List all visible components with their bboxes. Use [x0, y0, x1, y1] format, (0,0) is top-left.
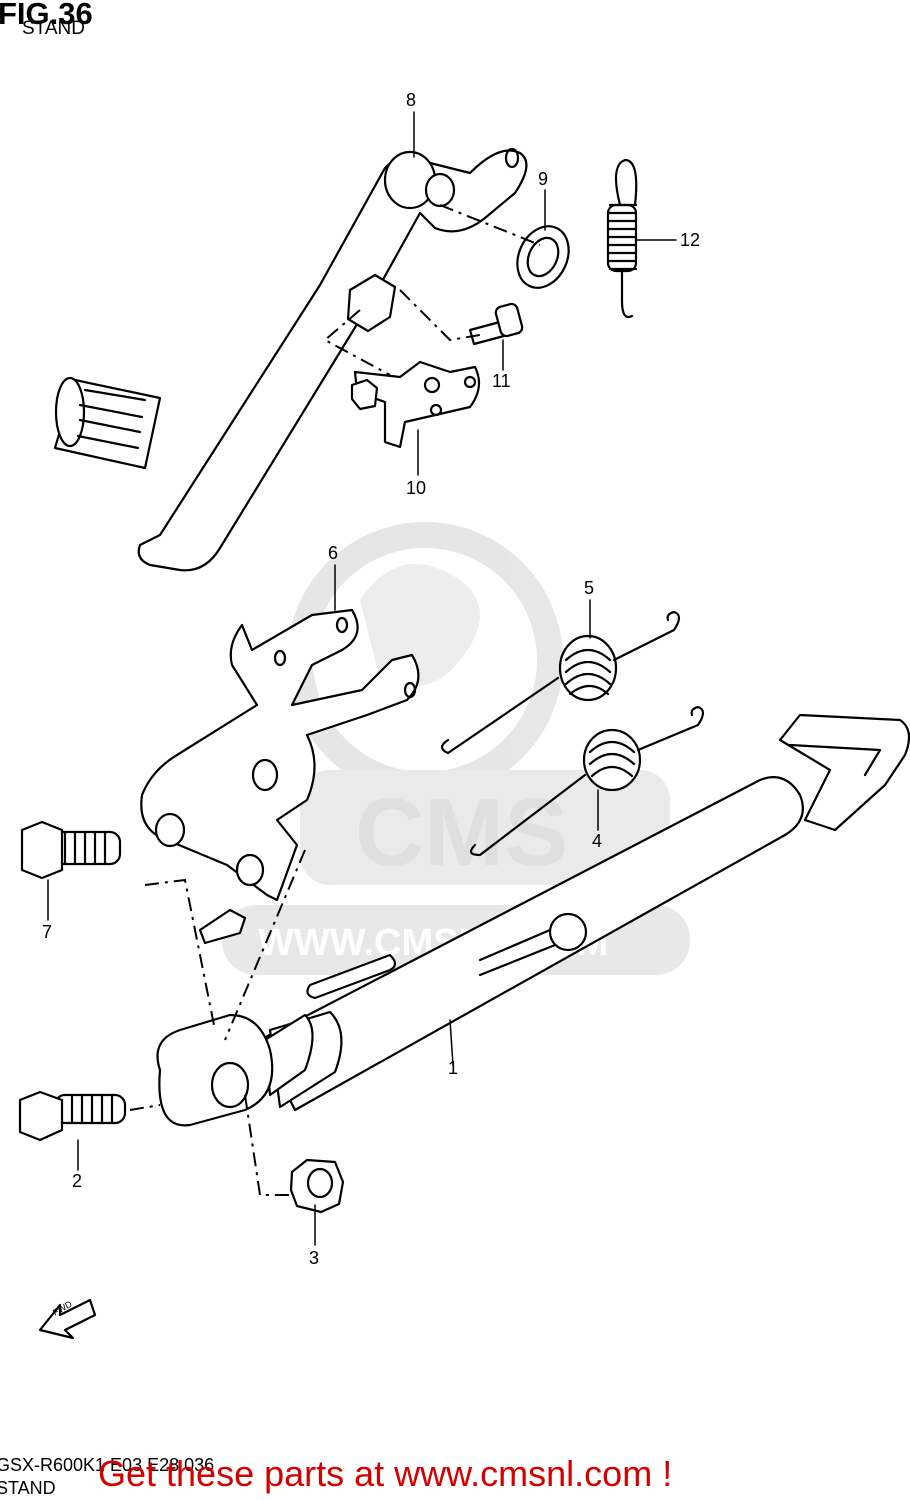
part-11-bolt: [468, 302, 524, 346]
callout-4: 4: [592, 831, 602, 851]
callout-2: 2: [72, 1171, 82, 1191]
callout-11: 11: [492, 371, 511, 391]
callout-8: 8: [406, 90, 416, 110]
callout-3: 3: [309, 1248, 319, 1268]
callout-5: 5: [584, 578, 594, 598]
figure-subtitle: STAND: [22, 18, 85, 39]
section-name: STAND: [0, 1478, 56, 1498]
part-1-side-stand: [156, 713, 910, 1127]
part-6-bracket: [140, 608, 420, 945]
diagram-code: GSX-R600K1 E03 E28 036: [0, 1455, 215, 1475]
part-12-spring: [606, 158, 638, 319]
part-9-washer: [516, 225, 570, 289]
part-5-spring: [440, 610, 681, 755]
part-10-bracket: [350, 360, 481, 449]
forward-direction-arrow: FWD: [38, 1299, 97, 1340]
callout-6: 6: [328, 543, 338, 563]
part-8-pedal: [53, 147, 528, 572]
watermark-brand: CMS: [355, 779, 568, 886]
part-4-spring: [469, 705, 705, 857]
callout-10: 10: [406, 478, 426, 498]
part-2-bolt: [18, 1090, 127, 1142]
alignment-lines: [129, 204, 541, 1196]
callout-leaders: [47, 111, 677, 1246]
figure-title: FIG.36: [0, 0, 93, 31]
part-3-nut: [289, 1158, 345, 1214]
promo-link[interactable]: Get these parts at www.cmsnl.com !: [98, 1453, 673, 1494]
callout-12: 12: [680, 230, 700, 250]
part-7-bolt: [20, 820, 122, 880]
callout-1: 1: [448, 1058, 458, 1078]
callout-7: 7: [42, 922, 52, 942]
callout-9: 9: [538, 169, 548, 189]
